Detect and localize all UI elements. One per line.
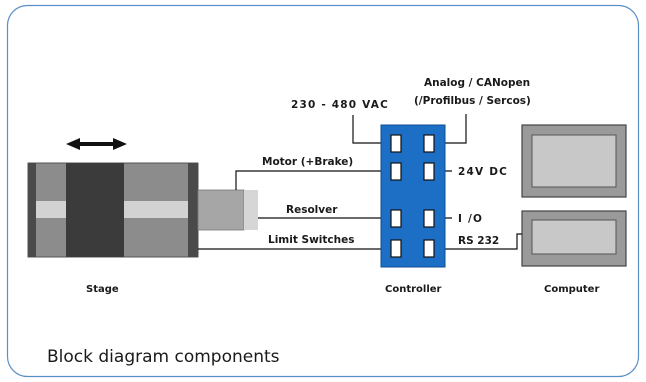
controller-port xyxy=(423,209,435,228)
rs232-label: RS 232 xyxy=(458,235,499,247)
controller-caption: Controller xyxy=(385,284,442,295)
controller-port xyxy=(390,134,402,153)
stage-double-arrow xyxy=(66,138,127,150)
power-label: 230 - 480 VAC xyxy=(291,99,389,111)
motor-cylinder xyxy=(197,189,245,231)
controller-port xyxy=(390,162,402,181)
diagram-title: Block diagram components xyxy=(47,347,280,367)
io-label: I /O xyxy=(458,213,483,225)
computer-block xyxy=(521,124,627,267)
stage-block xyxy=(27,138,258,258)
stage-caption: Stage xyxy=(86,284,119,295)
controller-block xyxy=(380,124,446,268)
analog-canopen-label: Analog / CANopen xyxy=(424,77,530,89)
dc24-label: 24V DC xyxy=(458,166,508,178)
controller-port xyxy=(423,134,435,153)
profilbus-sercos-label: (/Profilbus / Sercos) xyxy=(414,95,531,107)
resolver-label: Resolver xyxy=(286,204,338,216)
controller-port xyxy=(423,162,435,181)
limit-switches-label: Limit Switches xyxy=(268,234,354,246)
controller-port xyxy=(390,209,402,228)
controller-port xyxy=(390,239,402,258)
controller-port xyxy=(423,239,435,258)
computer-caption: Computer xyxy=(544,284,599,295)
motor-brake-label: Motor (+Brake) xyxy=(262,156,353,168)
diagram-frame xyxy=(6,4,640,378)
